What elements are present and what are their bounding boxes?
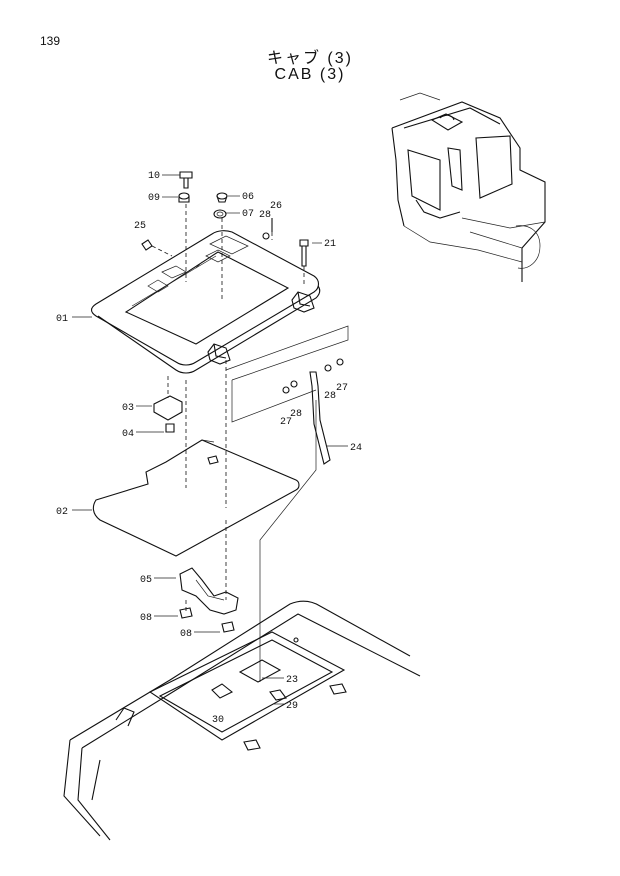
label-09: 09 bbox=[148, 193, 160, 204]
cab-roof-frame bbox=[63, 600, 421, 841]
ceiling-trim-panel bbox=[92, 439, 300, 557]
title-english: CAB (3) bbox=[274, 66, 346, 83]
hatch-hinge-brackets bbox=[207, 291, 315, 365]
label-04: 04 bbox=[122, 429, 134, 440]
label-01: 01 bbox=[56, 314, 68, 325]
label-08-left: 08 bbox=[140, 613, 152, 624]
hardware-bolts-top bbox=[141, 171, 309, 267]
stay-arm bbox=[282, 358, 344, 465]
mounting-bracket bbox=[153, 395, 183, 433]
label-10: 10 bbox=[148, 171, 160, 182]
grab-handle bbox=[179, 567, 239, 633]
label-02: 02 bbox=[56, 507, 68, 518]
label-08-right: 08 bbox=[180, 629, 192, 640]
label-06: 06 bbox=[242, 192, 254, 203]
label-24: 24 bbox=[350, 443, 362, 454]
title-japanese: キャブ (3) bbox=[266, 50, 353, 67]
label-28-mid: 28 bbox=[290, 409, 302, 420]
roof-hatch-cover bbox=[90, 230, 321, 374]
label-29: 29 bbox=[286, 701, 298, 712]
label-30: 30 bbox=[212, 715, 224, 726]
label-07: 07 bbox=[242, 209, 254, 220]
cab-overview-sketch bbox=[391, 92, 546, 282]
label-27-left: 27 bbox=[280, 417, 292, 428]
label-28-right: 28 bbox=[324, 391, 336, 402]
label-26: 26 bbox=[270, 201, 282, 212]
label-27-right: 27 bbox=[336, 383, 348, 394]
label-28-top: 28 bbox=[259, 210, 271, 221]
label-05: 05 bbox=[140, 575, 152, 586]
label-21: 21 bbox=[324, 239, 336, 250]
label-25: 25 bbox=[134, 221, 146, 232]
assembly-guide-lines bbox=[151, 204, 349, 682]
label-03: 03 bbox=[122, 403, 134, 414]
label-23: 23 bbox=[286, 675, 298, 686]
page-number: 139 bbox=[40, 34, 61, 48]
leader-lines bbox=[72, 174, 348, 705]
part-labels: 10 09 06 07 26 28 25 21 01 03 04 27 28 2… bbox=[56, 171, 362, 726]
